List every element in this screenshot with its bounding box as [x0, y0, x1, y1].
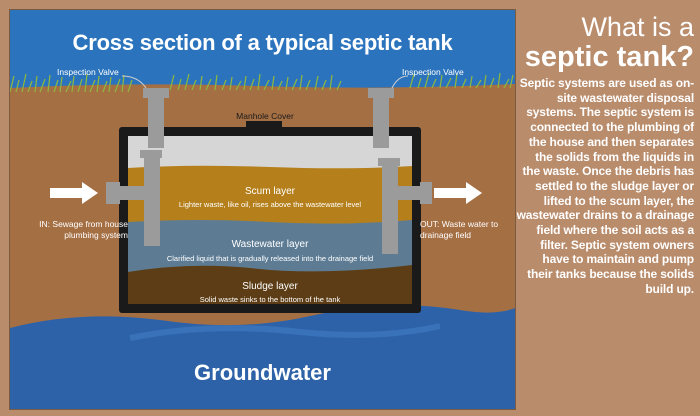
left-inspection-pipe: [148, 98, 164, 148]
sludge-layer-title: Sludge layer: [242, 281, 298, 292]
scum-layer: [128, 165, 412, 224]
septic-diagram: Cross section of a typical septic tank I…: [9, 9, 516, 410]
grass: [10, 72, 514, 93]
left-valve-cap: [143, 88, 169, 98]
right-inspection-pipe: [373, 98, 389, 148]
sludge-layer: [128, 265, 412, 304]
manhole-cover-label: Manhole Cover: [236, 111, 294, 121]
groundwater-label: Groundwater: [194, 360, 331, 385]
outlet-tee: [382, 164, 398, 254]
inlet-label: IN: Sewage from house plumbing system: [39, 219, 128, 240]
diagram-graphic: [10, 10, 515, 409]
side-heading-line1: What is a: [581, 12, 694, 42]
scum-layer-title: Scum layer: [244, 186, 295, 197]
side-heading-line2: septic tank?: [524, 41, 694, 73]
scum-layer-desc: Lighter waste, like oil, rises above the…: [178, 200, 362, 209]
diagram-title: Cross section of a typical septic tank: [72, 30, 453, 55]
sludge-layer-desc: Solid waste sinks to the bottom of the t…: [199, 295, 341, 304]
sky: [10, 10, 515, 100]
inspection-valve-right-label: Inspection Valve: [402, 67, 464, 77]
right-valve-cap: [368, 88, 394, 98]
outlet-label: OUT: Waste water to drainage field: [420, 219, 499, 240]
wastewater-layer-title: Wastewater layer: [231, 239, 309, 250]
inspection-valve-left-label: Inspection Valve: [57, 67, 119, 77]
outlet-arrow: [434, 182, 482, 204]
wastewater-layer-desc: Clarified liquid that is gradually relea…: [166, 254, 374, 263]
side-panel: What is a septic tank? Septic systems ar…: [516, 12, 695, 297]
side-body-text: Septic systems are used as on-site waste…: [516, 76, 695, 296]
manhole-cover: [246, 121, 282, 128]
inlet-tee: [144, 156, 160, 246]
inlet-arrow: [50, 182, 98, 204]
